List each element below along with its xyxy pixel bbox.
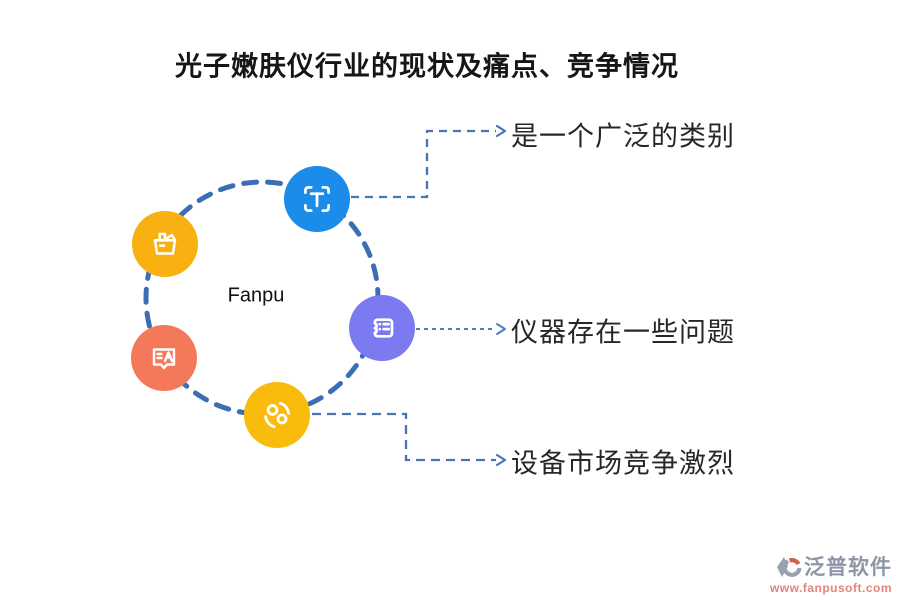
annotation-market-competition: 设备市场竞争激烈 (511, 448, 735, 479)
arrowhead-bottom (495, 453, 507, 467)
brand-url: www.fanpusoft.com (769, 581, 892, 595)
node-text-scan (284, 166, 350, 232)
connector-top (351, 129, 496, 199)
shopping-basket-icon (153, 232, 177, 255)
brand-name: 泛普软件 (804, 554, 892, 579)
node-translate (131, 325, 197, 391)
fanpu-logo-icon (777, 557, 802, 577)
ticket-icon (373, 318, 394, 338)
center-label: Fanpu (227, 284, 285, 307)
arrowhead-middle (496, 323, 506, 335)
arrowhead-top (495, 124, 507, 138)
annotation-instrument-issues: 仪器存在一些问题 (511, 317, 735, 348)
node-ticket (349, 295, 415, 361)
page-title: 光子嫩肤仪行业的现状及痛点、竞争情况 (175, 51, 679, 82)
sync-circles-icon (264, 401, 291, 429)
watermark: 泛普软件 www.fanpusoft.com (770, 554, 892, 594)
node-basket (132, 211, 198, 277)
node-sync (244, 382, 310, 448)
text-scan-icon (304, 186, 330, 212)
translate-chat-icon (152, 348, 176, 370)
connector-bottom (312, 412, 496, 462)
annotation-broad-category: 是一个广泛的类别 (511, 121, 735, 152)
